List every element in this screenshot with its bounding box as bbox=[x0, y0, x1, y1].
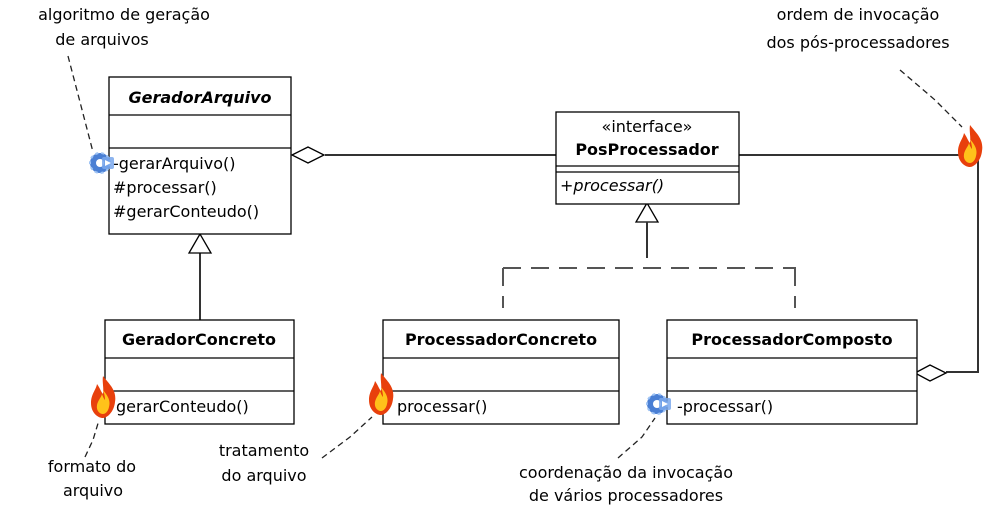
method-gerar-conteudo-concreto: gerarConteudo() bbox=[116, 397, 249, 416]
class-name-pos-processador: PosProcessador bbox=[575, 140, 718, 159]
class-gerador-arquivo[interactable]: GeradorArquivo -gerarArquivo() #processa… bbox=[108, 76, 292, 235]
note-coordenacao-line2: de vários processadores bbox=[529, 486, 723, 505]
note-coordenacao-line1: coordenação da invocação bbox=[519, 463, 733, 482]
method-gerar-conteudo: #gerarConteudo() bbox=[113, 202, 259, 221]
class-processador-composto[interactable]: ProcessadorComposto -processar() bbox=[666, 319, 918, 425]
realization-arrow-pos bbox=[634, 201, 660, 223]
leader-formato bbox=[84, 419, 100, 458]
composite-loop-line bbox=[739, 154, 979, 373]
aggregation-diamond-composto bbox=[913, 364, 948, 382]
class-name-processador-concreto: ProcessadorConcreto bbox=[405, 330, 597, 349]
method-processar-interface: +processar() bbox=[560, 176, 664, 195]
class-name-gerador-arquivo: GeradorArquivo bbox=[128, 88, 271, 107]
aggregation-diamond-gerador bbox=[290, 146, 326, 164]
note-formato-line1: formato do bbox=[48, 457, 136, 476]
leader-ordem bbox=[899, 69, 963, 128]
note-formato-line2: arquivo bbox=[63, 481, 123, 500]
class-pos-processador[interactable]: «interface» PosProcessador +processar() bbox=[555, 111, 740, 205]
class-processador-concreto[interactable]: ProcessadorConcreto processar() bbox=[382, 319, 620, 425]
method-processar-composto: -processar() bbox=[677, 397, 773, 416]
note-ordem-line1: ordem de invocação bbox=[777, 5, 940, 24]
leader-algoritmo bbox=[67, 55, 94, 153]
note-ordem-line2: dos pós-processadores bbox=[766, 33, 949, 52]
note-algoritmo-line1: algoritmo de geração bbox=[38, 5, 210, 24]
note-algoritmo-line2: de arquivos bbox=[55, 30, 149, 49]
leader-tratamento bbox=[321, 416, 373, 459]
method-processar-concreto: processar() bbox=[397, 397, 487, 416]
leader-coordenacao bbox=[617, 417, 656, 459]
class-name-gerador-concreto: GeradorConcreto bbox=[122, 330, 276, 349]
method-processar: #processar() bbox=[113, 178, 217, 197]
stereotype-interface: «interface» bbox=[602, 117, 693, 136]
class-name-processador-composto: ProcessadorComposto bbox=[691, 330, 892, 349]
note-tratamento-line1: tratamento bbox=[219, 441, 309, 460]
note-tratamento-line2: do arquivo bbox=[221, 466, 306, 485]
class-gerador-concreto[interactable]: GeradorConcreto gerarConteudo() bbox=[104, 319, 295, 425]
inheritance-arrow-gerador bbox=[187, 232, 213, 254]
method-gerar-arquivo: -gerarArquivo() bbox=[113, 154, 235, 173]
